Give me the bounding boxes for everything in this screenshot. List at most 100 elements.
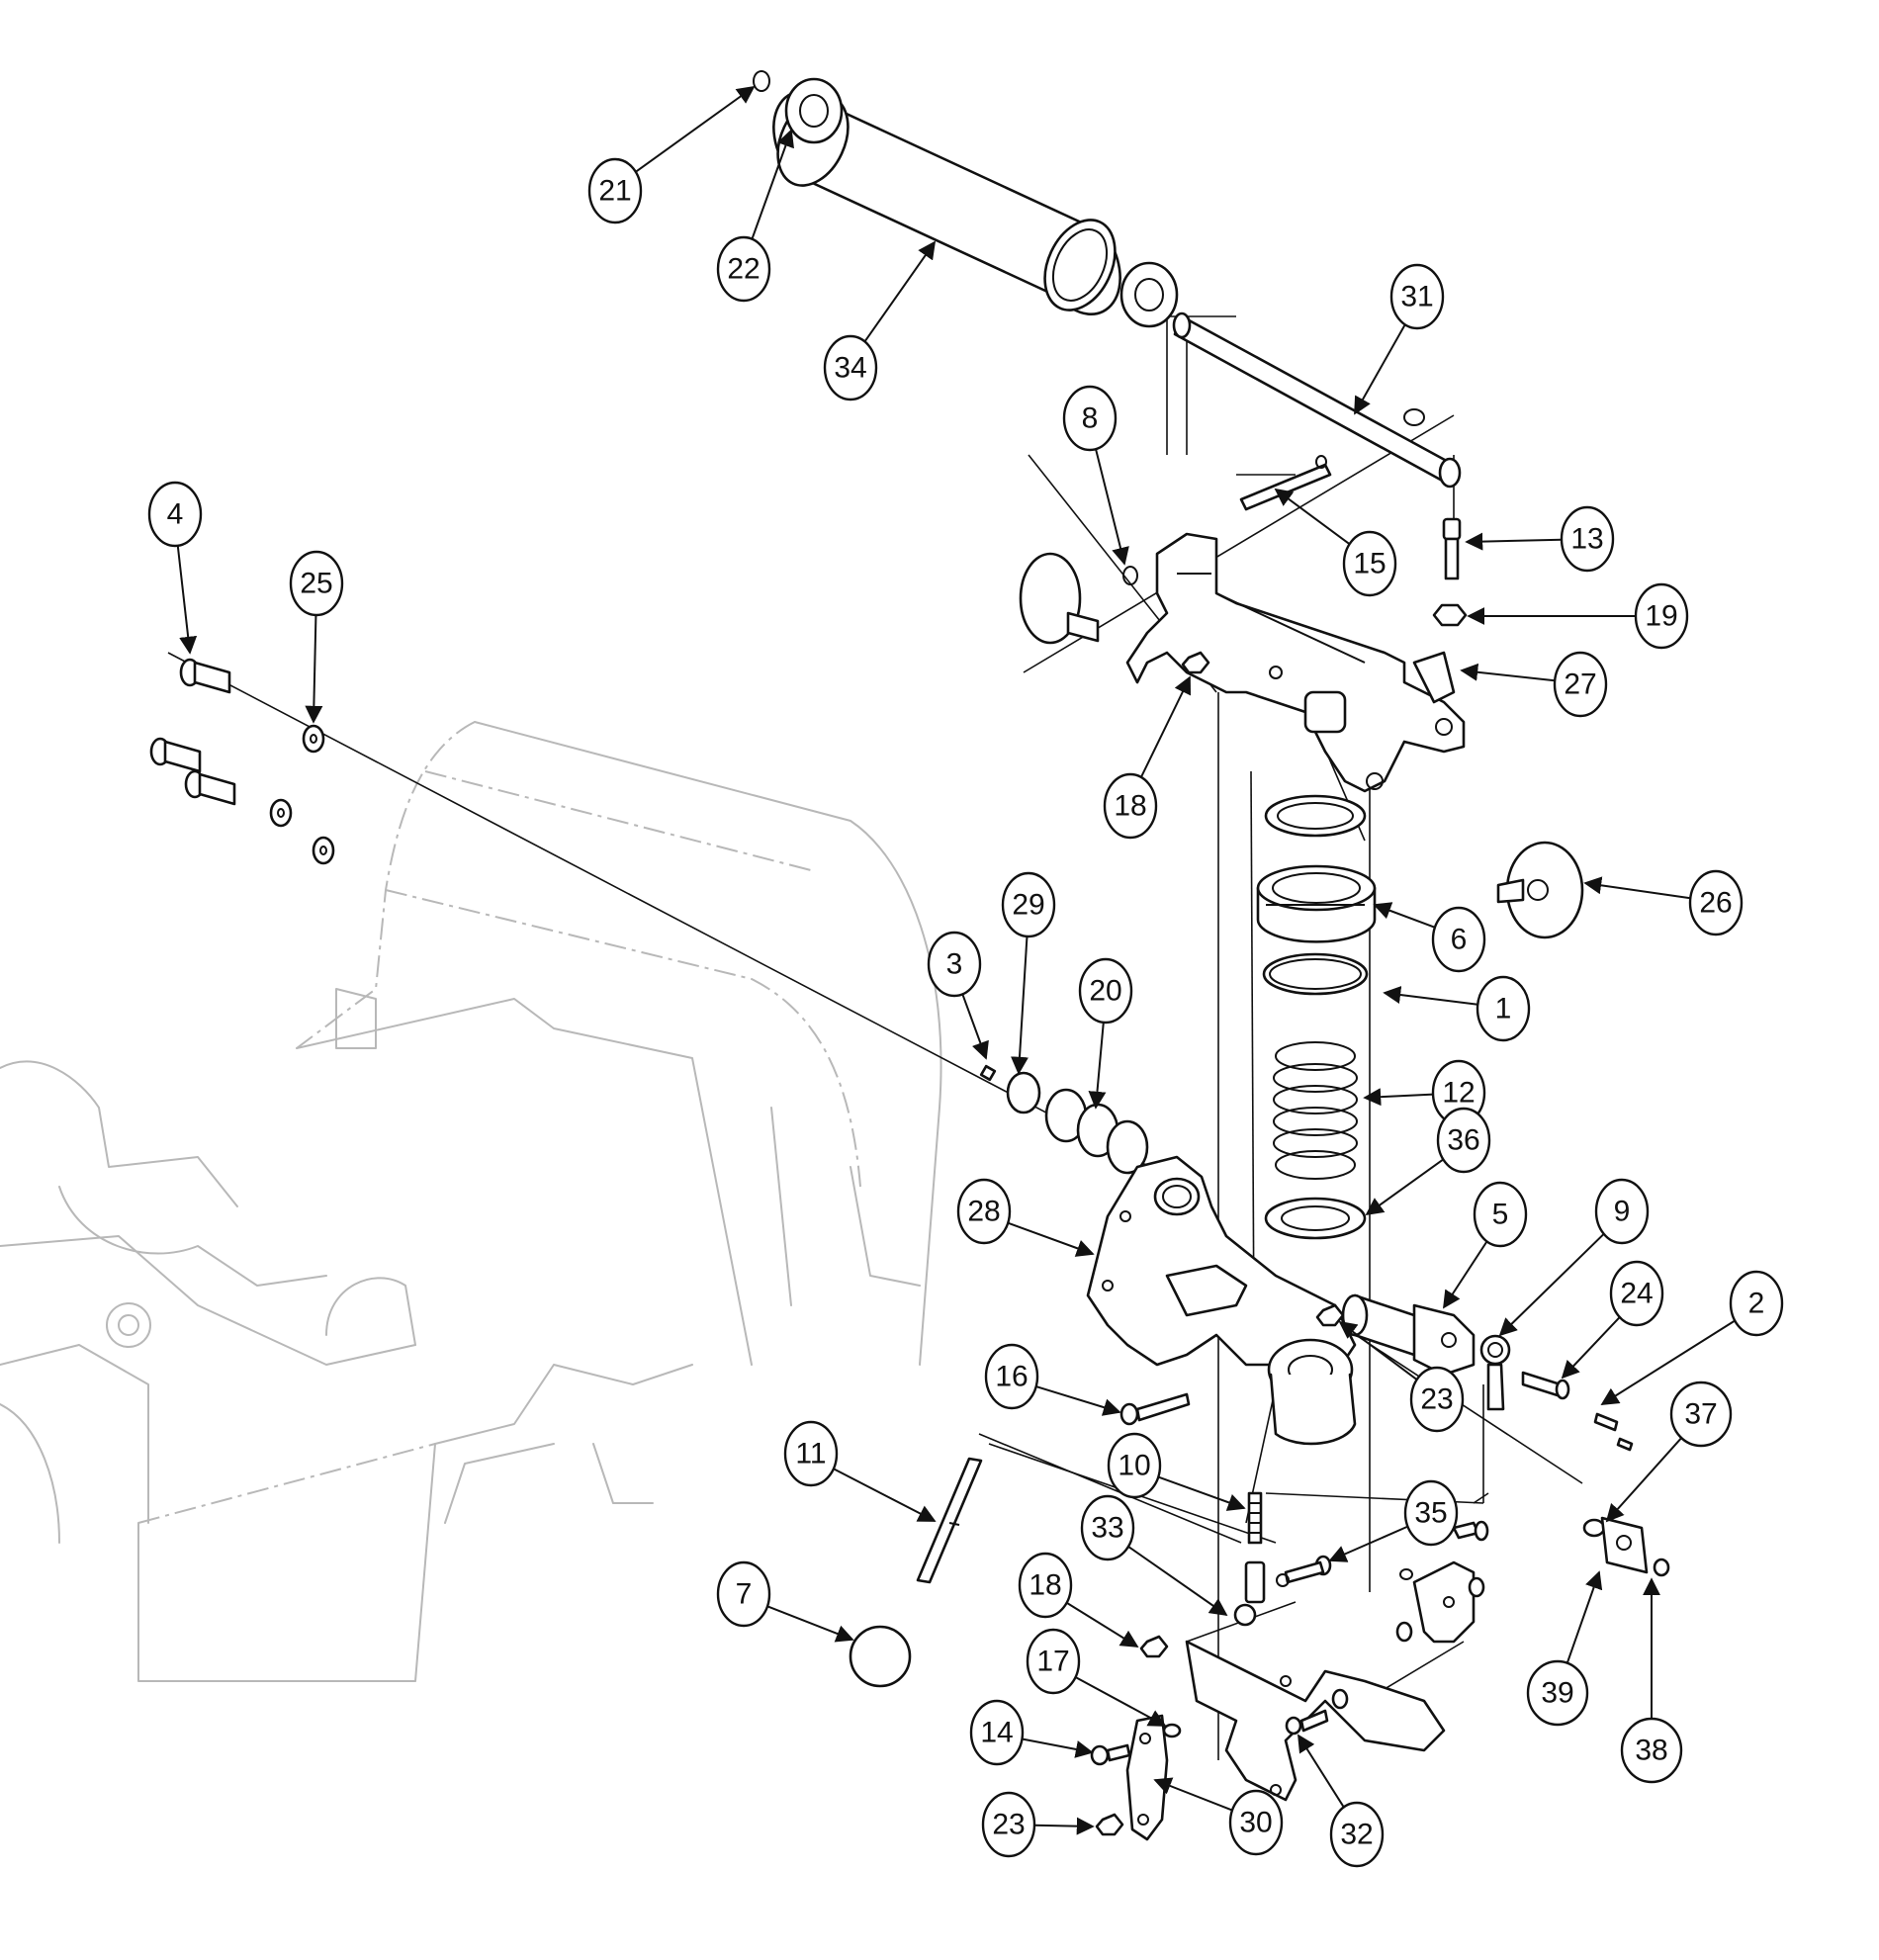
- callout-14: 14: [969, 1699, 1025, 1766]
- callout-20: 20: [1078, 957, 1133, 1025]
- callout-number: 36: [1447, 1124, 1479, 1157]
- callout-bubble: [1018, 1552, 1073, 1619]
- callout-25: 25: [289, 550, 344, 617]
- nut-23-lower: [1095, 1813, 1124, 1836]
- callout-bubble: [716, 235, 771, 303]
- stud-10: [1244, 1491, 1266, 1604]
- callout-number: 2: [1748, 1288, 1765, 1320]
- leader-10: [1157, 1475, 1246, 1511]
- leader-12: [1363, 1088, 1434, 1107]
- leader-15: [1274, 488, 1351, 545]
- leader-39: [1566, 1570, 1603, 1664]
- callout-number: 3: [946, 948, 963, 981]
- leader-13: [1465, 532, 1563, 551]
- callout-bubble: [1553, 651, 1608, 718]
- callout-number: 18: [1029, 1569, 1061, 1602]
- callout-bubble: [1001, 871, 1056, 938]
- callout-24: 24: [1609, 1260, 1664, 1327]
- callout-bubble: [1078, 957, 1133, 1025]
- callout-bubble: [1389, 263, 1445, 330]
- callout-number: 5: [1492, 1199, 1509, 1231]
- callout-bubbles: 1234567891011121314151617181819202122232…: [147, 157, 1784, 1868]
- callout-number: 14: [980, 1717, 1013, 1749]
- leader-4: [176, 545, 198, 655]
- yoke-27: [1125, 532, 1466, 793]
- leader-30: [1153, 1777, 1233, 1812]
- nut-19: [1432, 603, 1468, 627]
- callout-number: 18: [1114, 790, 1146, 823]
- callout-bubble: [1329, 1801, 1385, 1868]
- callout-number: 34: [834, 352, 866, 385]
- callout-7: 7: [716, 1560, 771, 1628]
- callout-number: 25: [300, 568, 332, 600]
- callout-number: 11: [795, 1438, 826, 1470]
- leader-34: [863, 240, 937, 342]
- leader-18: [1139, 675, 1192, 778]
- callout-12: 12: [1431, 1059, 1486, 1126]
- pin-2: [1593, 1412, 1634, 1452]
- callout-number: 33: [1091, 1512, 1123, 1545]
- callout-35: 35: [1403, 1479, 1459, 1547]
- leader-21: [635, 85, 756, 173]
- leader-29: [1011, 935, 1029, 1075]
- callout-number: 30: [1239, 1807, 1272, 1839]
- rod-end-9: [1479, 1334, 1511, 1411]
- leader-7: [766, 1605, 854, 1643]
- callout-number: 31: [1400, 281, 1433, 313]
- leader-26: [1583, 876, 1691, 900]
- callout-number: 27: [1564, 668, 1596, 701]
- callout-bubble: [1107, 1432, 1162, 1499]
- callout-bubble: [981, 1791, 1036, 1858]
- callout-number: 7: [736, 1578, 753, 1611]
- leader-5: [1443, 1240, 1488, 1309]
- leader-32: [1297, 1734, 1345, 1808]
- callout-32: 32: [1329, 1801, 1385, 1868]
- leader-14: [1022, 1737, 1094, 1758]
- callout-number: 10: [1118, 1450, 1150, 1482]
- callout-bubble: [1342, 530, 1397, 597]
- callout-18: 18: [1018, 1552, 1073, 1619]
- callout-19: 19: [1634, 582, 1689, 650]
- callout-bubble: [1620, 1717, 1683, 1784]
- callout-bubble: [1688, 869, 1744, 936]
- callout-bubble: [1669, 1381, 1733, 1448]
- callout-21: 21: [587, 157, 643, 224]
- leader-22: [751, 129, 794, 240]
- leader-27: [1460, 663, 1556, 682]
- sleeve-5: [1341, 1293, 1476, 1377]
- callout-39: 39: [1526, 1659, 1589, 1727]
- callout-number: 32: [1340, 1819, 1373, 1851]
- pin-15: [1239, 455, 1332, 511]
- leader-33: [1127, 1546, 1228, 1617]
- leader-9: [1498, 1233, 1605, 1337]
- callout-13: 13: [1560, 505, 1615, 573]
- callout-23: 23: [1409, 1366, 1465, 1433]
- leader-3: [961, 993, 989, 1060]
- callout-bubble: [1080, 1494, 1135, 1561]
- callout-1: 1: [1476, 975, 1531, 1042]
- handle-11: [916, 1457, 983, 1584]
- callout-bubble: [1228, 1789, 1284, 1856]
- callout-bubble: [1634, 582, 1689, 650]
- callout-8: 8: [1062, 385, 1118, 452]
- callout-bubble: [984, 1343, 1039, 1410]
- callout-9: 9: [1594, 1178, 1650, 1245]
- callout-bubble: [147, 481, 203, 548]
- callout-34: 34: [823, 334, 878, 401]
- leader-20: [1088, 1022, 1107, 1110]
- callout-bubble: [1409, 1366, 1465, 1433]
- leader-6: [1373, 902, 1436, 929]
- callout-bubble: [823, 334, 878, 401]
- callout-5: 5: [1473, 1181, 1528, 1248]
- callout-bubble: [927, 931, 982, 998]
- leader-25: [305, 614, 323, 724]
- callout-bubble: [783, 1420, 839, 1487]
- pin-13: [1442, 517, 1462, 580]
- bracket-28: [1086, 1155, 1357, 1446]
- disc-26: [1019, 552, 1584, 939]
- callout-number: 35: [1414, 1497, 1447, 1530]
- callout-bubble: [1609, 1260, 1664, 1327]
- bracket-30: [1125, 1714, 1169, 1841]
- callout-30: 30: [1228, 1789, 1284, 1856]
